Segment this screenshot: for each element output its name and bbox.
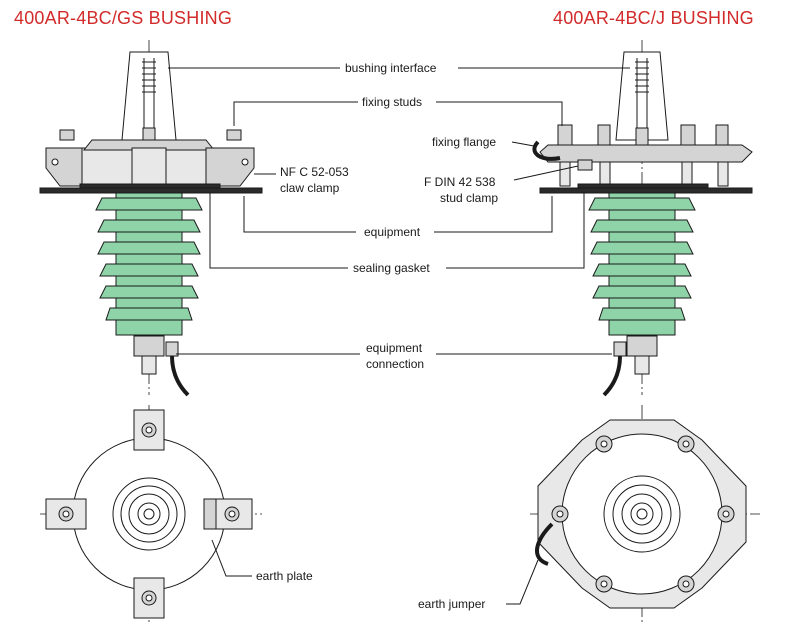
label-earth-jumper: earth jumper xyxy=(418,597,485,611)
gs-stud-right xyxy=(226,129,242,141)
j-connection-cable xyxy=(602,355,622,397)
gs-earth-plate xyxy=(203,498,217,530)
j-stud-4 xyxy=(715,124,729,146)
gs-connection-nut xyxy=(133,335,165,357)
j-plan-view xyxy=(506,405,760,625)
j-stud-1 xyxy=(557,124,573,146)
gs-claw-clamp-left xyxy=(45,147,83,187)
gs-connection-cable xyxy=(170,355,190,397)
label-equipment-connection-line1: equipment xyxy=(366,341,423,355)
gs-sealing-gasket xyxy=(79,183,221,189)
label-earth-plate: earth plate xyxy=(256,569,313,583)
gs-side-view xyxy=(39,40,263,397)
label-stud-clamp-line2: stud clamp xyxy=(440,191,498,205)
j-connection-nut xyxy=(626,335,658,357)
label-stud-clamp-line1: F DIN 42 538 xyxy=(424,175,496,189)
j-bushing-interface xyxy=(615,51,669,141)
gs-plan-view xyxy=(40,405,262,625)
label-fixing-flange: fixing flange xyxy=(432,135,496,149)
j-insulator xyxy=(588,192,696,336)
label-equipment-connection-line2: connection xyxy=(366,357,424,371)
label-bushing-interface: bushing interface xyxy=(345,61,437,75)
label-fixing-studs: fixing studs xyxy=(362,95,422,109)
title-j-bushing: 400AR-4BC/J BUSHING xyxy=(553,8,754,28)
title-gs-bushing: 400AR-4BC/GS BUSHING xyxy=(14,8,233,28)
label-claw-clamp-line2: claw clamp xyxy=(280,181,340,195)
gs-bushing-interface xyxy=(121,51,177,141)
label-sealing-gasket: sealing gasket xyxy=(353,261,430,275)
j-side-view xyxy=(532,40,753,397)
gs-equipment-plate xyxy=(39,187,263,194)
j-equipment-plate xyxy=(539,187,753,194)
leader-lines xyxy=(168,67,630,355)
gs-stud-left xyxy=(59,129,75,141)
j-stud-2 xyxy=(597,124,611,146)
gs-insulator xyxy=(95,192,203,336)
j-stud-clamp xyxy=(577,159,593,171)
j-stud-3 xyxy=(680,124,696,146)
j-earth-jumper xyxy=(535,522,554,566)
label-claw-clamp-line1: NF C 52-053 xyxy=(280,165,349,179)
j-sealing-gasket xyxy=(577,183,709,189)
j-fixing-flange xyxy=(539,144,753,163)
j-jumper-side xyxy=(532,140,561,161)
label-equipment: equipment xyxy=(364,225,421,239)
gs-claw-clamp-right xyxy=(205,147,255,187)
